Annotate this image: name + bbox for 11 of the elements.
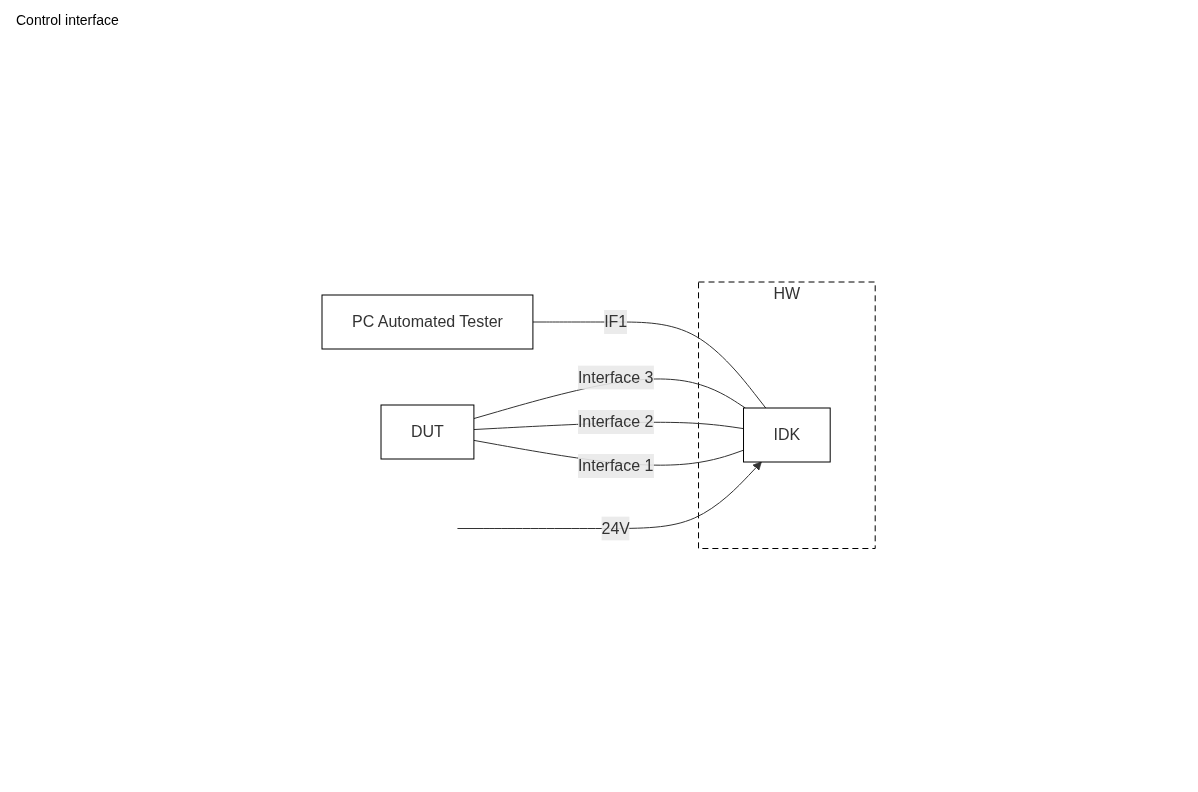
edge-label: Interface 3 (578, 368, 654, 386)
edge-label: Interface 2 (578, 412, 654, 430)
interface-label: Control interface (16, 12, 119, 28)
edge-label: Interface 1 (578, 456, 654, 474)
arrow (457, 461, 763, 529)
node-box: PC Automated Tester (321, 294, 534, 350)
edge-label: 24V (601, 519, 631, 537)
node-box: IDK (743, 407, 832, 463)
connector (532, 321, 767, 409)
edge-label: IF1 (604, 312, 628, 330)
node-box: DUT (380, 404, 475, 460)
